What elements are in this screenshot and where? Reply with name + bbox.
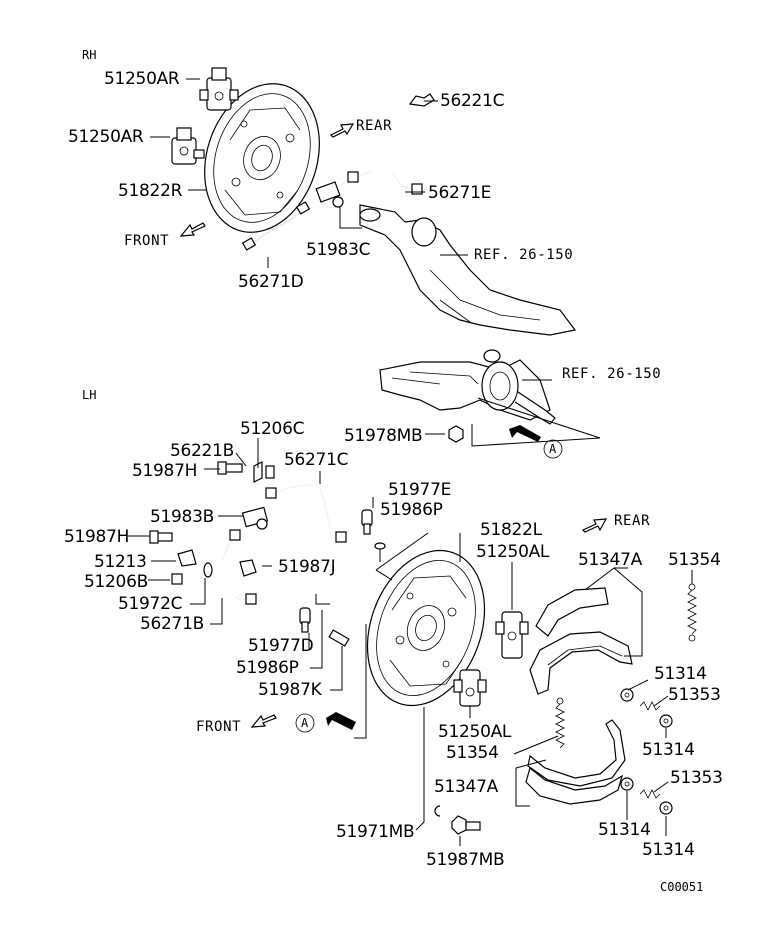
part-label: 51213 (94, 552, 147, 572)
lh-bottom-bolts (434, 805, 481, 835)
part-label: 51314 (642, 740, 695, 760)
section-lh-label: LH (82, 388, 97, 402)
view-mark-a: A (549, 442, 557, 456)
rh-axle (359, 204, 577, 336)
part-label: 51971MB (336, 822, 415, 842)
part-label: 51977D (248, 636, 314, 656)
part-label: 51354 (668, 550, 721, 570)
figure-code: C00051 (660, 880, 704, 894)
section-rh-label: RH (82, 48, 97, 62)
lh-backing-plate (366, 549, 486, 707)
part-label: 51972C (118, 594, 183, 614)
part-label: 51206C (240, 419, 305, 439)
part-label: 51250AL (476, 542, 550, 562)
direction-front-label: FRONT (124, 233, 170, 249)
direction-rear-label: REAR (356, 118, 393, 134)
part-label: 51987H (64, 527, 130, 547)
view-arrow-a-upper (509, 425, 541, 442)
rh-wheel-cylinder-upper (199, 67, 239, 111)
part-label: 56221C (440, 91, 505, 111)
part-label: 51314 (598, 820, 651, 840)
front-arrow-bottom (250, 714, 277, 728)
view-arrow-a-lower (326, 712, 356, 730)
part-label: 51347A (434, 777, 498, 797)
part-label: 51250AL (438, 722, 512, 742)
part-label: 51314 (642, 840, 695, 860)
part-label: 56271D (238, 272, 304, 292)
part-label: 51822L (480, 520, 542, 540)
lh-tee-block (241, 506, 269, 530)
part-label: 51978MB (344, 426, 423, 446)
rh-brake-hose (241, 201, 311, 251)
lh-axle-nut (448, 425, 464, 443)
rear-arrow-top (329, 123, 355, 138)
rh-brake-tube (339, 171, 423, 195)
view-mark-a: A (301, 716, 309, 730)
part-label: 51977E (388, 480, 452, 500)
part-label: 51983C (306, 240, 371, 260)
rh-clip (408, 93, 435, 107)
part-label: 51206B (84, 572, 148, 592)
lh-wheel-cylinder-lower (453, 669, 487, 707)
lh-wheel-cylinder-upper (495, 611, 529, 659)
part-label: 51353 (668, 685, 721, 705)
lh-shoe-hold-pins (620, 688, 673, 815)
part-label: 51987MB (426, 850, 505, 870)
lh-brake-tube-c (265, 483, 347, 543)
lh-small-fittings (299, 509, 386, 647)
direction-rear-label: REAR (614, 513, 651, 529)
part-label: 51987J (278, 557, 336, 577)
part-label: 51347A (578, 550, 642, 570)
reference-label: REF. 26-150 (474, 247, 574, 263)
lh-brake-tube-b (221, 529, 257, 605)
part-label: 56221B (170, 441, 234, 461)
view-circle-a-upper (543, 439, 563, 459)
part-label: 51250AR (104, 69, 180, 89)
lh-axle (379, 349, 556, 425)
part-label: 51987H (132, 461, 198, 481)
direction-front-label: FRONT (196, 719, 242, 735)
reference-label: REF. 26-150 (562, 366, 662, 382)
part-label: 56271E (428, 183, 492, 203)
part-label: 51314 (654, 664, 707, 684)
part-label: 56271C (284, 450, 349, 470)
part-label: 51354 (446, 743, 499, 763)
lh-clips (171, 549, 257, 585)
lh-brake-shoe-upper (529, 587, 633, 695)
rh-wheel-cylinder-lower (171, 127, 205, 165)
part-label: 56271B (140, 614, 204, 634)
part-label: 51986P (236, 658, 299, 678)
rh-tee-block (315, 181, 344, 208)
part-label: 51987K (258, 680, 322, 700)
lh-brake-shoe-lower (525, 719, 626, 805)
part-label: 51983B (150, 507, 214, 527)
part-label: 51822R (118, 181, 183, 201)
rh-backing-plate (204, 83, 320, 233)
lh-bolts-upper (149, 461, 275, 544)
part-label: 51353 (670, 768, 723, 788)
rear-arrow-mid (581, 518, 608, 533)
front-arrow-top (179, 222, 206, 237)
part-label: 51250AR (68, 127, 144, 147)
view-circle-a-lower (295, 713, 315, 733)
part-label: 51986P (380, 500, 443, 520)
